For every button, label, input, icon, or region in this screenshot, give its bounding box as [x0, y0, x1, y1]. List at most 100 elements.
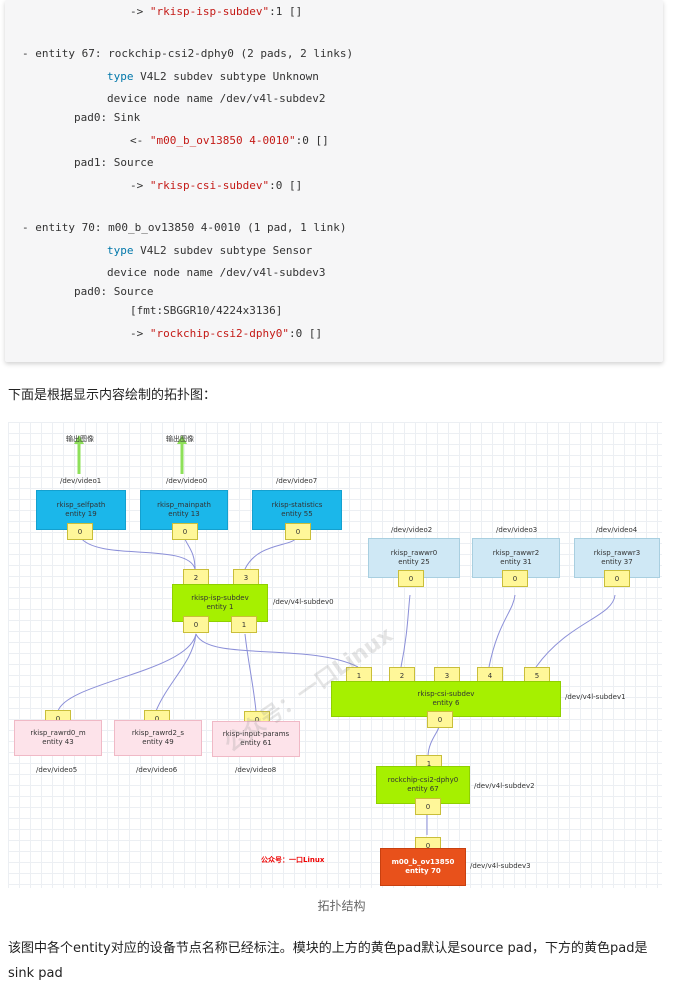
link-isp2-mainpath: [183, 536, 196, 570]
pad-csi-5: 5: [524, 667, 550, 684]
topology-diagram: 输出图像 输出图像 /dev/video1 /dev/video0 /dev/v…: [8, 422, 662, 888]
node-name: rkisp-input-params: [222, 730, 290, 738]
link-csi1-isp0: [195, 633, 359, 668]
node-isp-subdev: rkisp-isp-subdev entity 1: [172, 584, 268, 622]
link-csi2-rawwr0: [400, 594, 411, 668]
code-line: -> "rockchip-csi2-dphy0":0 []: [130, 327, 322, 340]
link-csi4-rawwr2: [488, 594, 516, 668]
dev-label-selfpath: /dev/video1: [60, 477, 102, 485]
code-token: "rkisp-csi-subdev": [149, 179, 270, 192]
node-name: rkisp_rawrd0_m: [30, 729, 86, 737]
link-isp2-selfpath: [79, 536, 196, 570]
code-token: pad1: Source: [74, 156, 154, 169]
dev-label-rawrd2: /dev/video6: [136, 766, 178, 774]
node-entity: entity 25: [398, 558, 430, 566]
code-line: device node name /dev/v4l-subdev2: [107, 92, 326, 105]
code-token: device node name /dev/v4l-subdev3: [107, 266, 326, 279]
link-params-isp1: [244, 633, 257, 712]
link-rawrd0-isp0: [57, 633, 197, 712]
node-entity: entity 55: [281, 510, 313, 518]
code-block: -> "rkisp-isp-subdev":1 [] - entity 67: r…: [5, 0, 663, 362]
node-entity: entity 37: [601, 558, 633, 566]
pad-isp-0: 0: [183, 616, 209, 633]
code-token: "m00_b_ov13850 4-0010": [149, 134, 296, 147]
topology-caption: 下面是根据显示内容绘制的拓扑图：: [8, 388, 217, 403]
diagram-links: [57, 435, 616, 835]
node-name: rkisp-statistics: [271, 501, 323, 509]
pad-csi-0: 0: [427, 711, 453, 728]
dev-label-rawwr2: /dev/video3: [496, 526, 538, 534]
code-token: type: [107, 244, 134, 257]
code-line: pad0: Source: [74, 285, 153, 298]
output-arrowhead-mainpath: [177, 435, 187, 444]
dev-label-params: /dev/video8: [235, 766, 277, 774]
node-rawrd2: rkisp_rawrd2_s entity 49: [114, 720, 202, 756]
node-name: rkisp-isp-subdev: [191, 594, 249, 602]
code-line: [fmt:SBGGR10/4224x3136]: [130, 304, 282, 317]
link-isp3-statistics: [244, 536, 298, 570]
dev-label-isp: /dev/v4l-subdev0: [273, 598, 334, 606]
code-token: V4L2 subdev subtype Sensor: [133, 244, 313, 257]
code-token: :1 []: [269, 5, 303, 18]
link-rawrd2-isp0: [155, 633, 197, 712]
code-token: type: [107, 70, 134, 83]
node-entity: entity 49: [142, 738, 174, 746]
watermark-text: 公众号：一口Linux: [261, 856, 325, 864]
code-line: pad0: Sink: [74, 111, 140, 124]
node-entity: entity 70: [405, 867, 441, 875]
pad-selfpath-0: 0: [67, 523, 93, 540]
code-token: ->: [130, 5, 150, 18]
code-token: device node name /dev/v4l-subdev2: [107, 92, 326, 105]
pad-rawwr2-0: 0: [502, 570, 528, 587]
description-paragraph: 该图中各个entity对应的设备节点名称已经标注。模块的上方的黄色pad默认是s…: [8, 941, 648, 981]
node-name: rkisp_rawrd2_s: [131, 729, 185, 737]
pad-mainpath-0: 0: [172, 523, 198, 540]
code-line: -> "rkisp-isp-subdev":1 []: [130, 5, 302, 18]
code-token: :0 []: [295, 134, 329, 147]
code-line: type V4L2 subdev subtype Sensor: [107, 244, 312, 257]
output-arrowhead-selfpath: [74, 435, 84, 444]
node-sensor: m00_b_ov13850 entity 70: [380, 848, 466, 886]
code-line: type V4L2 subdev subtype Unknown: [107, 70, 319, 83]
code-token: <-: [130, 134, 150, 147]
node-name: rkisp_rawwr0: [390, 549, 438, 557]
pad-dphy-0: 0: [415, 798, 441, 815]
figure-caption: 拓扑结构: [317, 899, 366, 913]
node-name: rkisp_rawwr3: [593, 549, 641, 557]
dev-label-rawwr0: /dev/video2: [391, 526, 433, 534]
node-rawrd0: rkisp_rawrd0_m entity 43: [14, 720, 102, 756]
dev-label-mainpath: /dev/video0: [166, 477, 208, 485]
code-line: - entity 67: rockchip-csi2-dphy0 (2 pads…: [22, 47, 353, 60]
code-line: -> "rkisp-csi-subdev":0 []: [130, 179, 302, 192]
code-line: pad1: Source: [74, 156, 153, 169]
code-line: - entity 70: m00_b_ov13850 4-0010 (1 pad…: [22, 221, 347, 234]
code-token: - entity 70: m00_b_ov13850 4-0010 (1 pad…: [22, 221, 347, 234]
node-entity: entity 19: [65, 510, 97, 518]
node-statistics: rkisp-statistics entity 55: [252, 490, 342, 530]
dev-label-sensor: /dev/v4l-subdev3: [470, 862, 531, 870]
dev-label-csi: /dev/v4l-subdev1: [565, 693, 626, 701]
code-line: device node name /dev/v4l-subdev3: [107, 266, 326, 279]
node-input-params: rkisp-input-params entity 61: [212, 721, 300, 757]
dev-label-dphy: /dev/v4l-subdev2: [474, 782, 535, 790]
pad-rawwr0-0: 0: [398, 570, 424, 587]
code-token: pad0: Source: [74, 285, 154, 298]
code-token: "rkisp-isp-subdev": [149, 5, 270, 18]
pad-rawwr3-0: 0: [604, 570, 630, 587]
node-name: rkisp_mainpath: [157, 501, 211, 509]
pad-statistics-0: 0: [285, 523, 311, 540]
node-name: rkisp-csi-subdev: [417, 690, 475, 698]
node-entity: entity 43: [42, 738, 74, 746]
node-entity: entity 6: [432, 699, 460, 707]
dev-label-statistics: /dev/video7: [276, 477, 318, 485]
link-csi5-rawwr3: [535, 594, 616, 668]
node-name: rkisp_selfpath: [56, 501, 106, 509]
code-token: [fmt:SBGGR10/4224x3136]: [130, 304, 283, 317]
node-entity: entity 67: [407, 785, 439, 793]
node-name: rkisp_rawwr2: [492, 549, 540, 557]
link-dphy1-csi0: [427, 726, 440, 758]
node-name: rockchip-csi2-dphy0: [387, 776, 459, 784]
code-token: ->: [130, 179, 150, 192]
output-label-selfpath: 输出图像: [66, 435, 94, 443]
code-token: ->: [130, 327, 150, 340]
